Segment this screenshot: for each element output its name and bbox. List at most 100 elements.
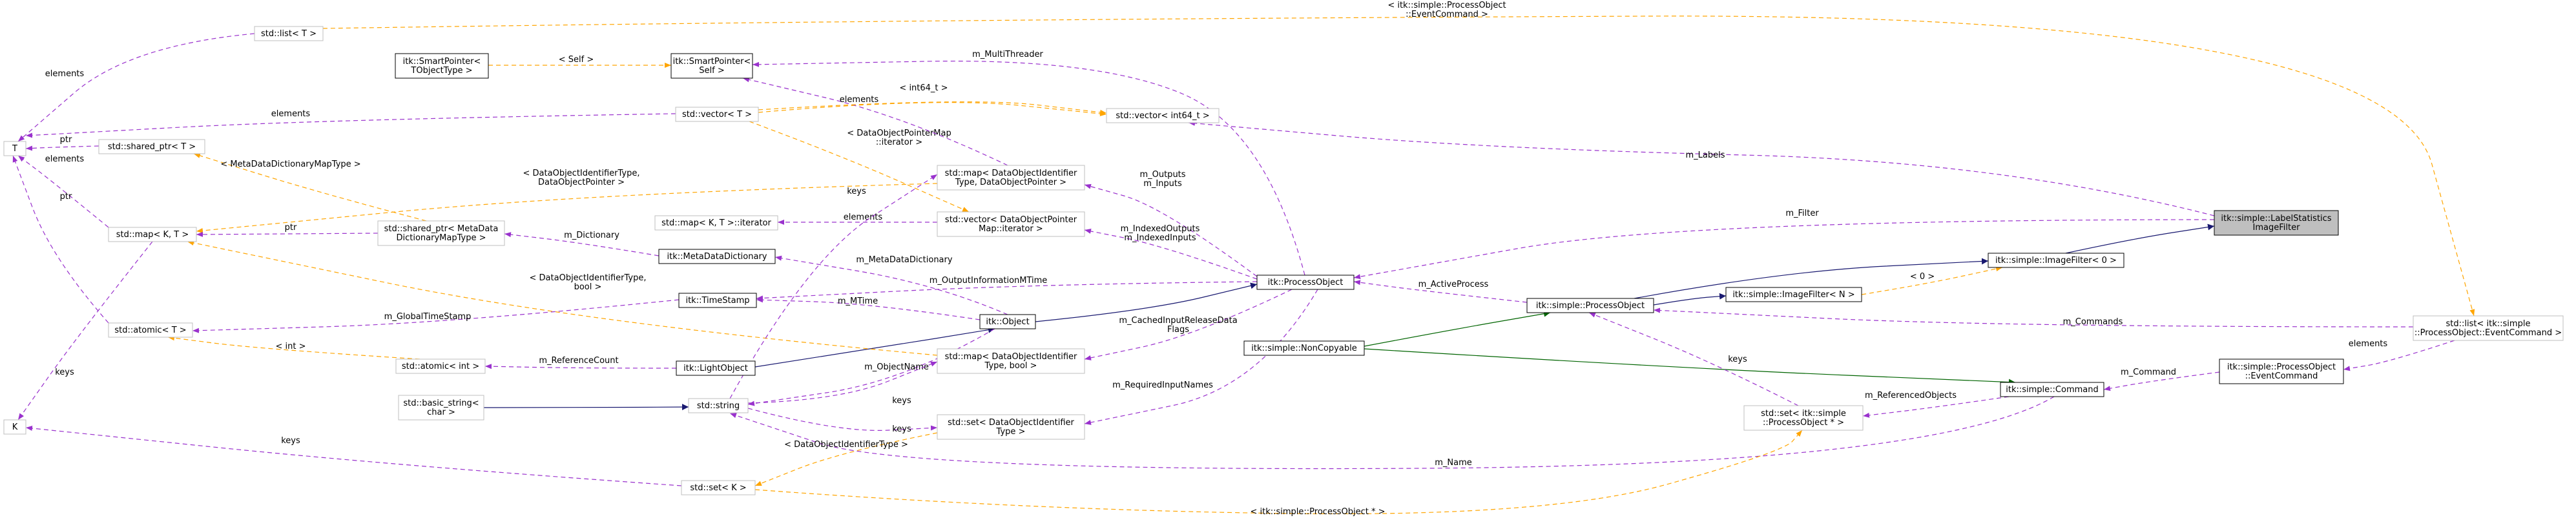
edge-label: keys	[55, 368, 74, 377]
node-map-kt[interactable]: std::map< K, T >	[108, 227, 197, 242]
edge-line	[729, 174, 938, 399]
node-itk-process[interactable]: itk::ProcessObject	[1256, 275, 1355, 290]
edge-vector_t-to-vec_dop_iter: < DataObjectPointerMap::iterator >	[749, 121, 970, 213]
node-label: Type >	[996, 427, 1026, 437]
edge-line	[754, 432, 938, 486]
node-event-command[interactable]: itk::simple::ProcessObject::EventCommand	[2219, 359, 2344, 384]
node-label: ::ProcessObject::EventCommand >	[2415, 328, 2562, 338]
node-shared-t[interactable]: std::shared_ptr< T >	[98, 139, 205, 154]
node-vector-t[interactable]: std::vector< T >	[675, 107, 759, 122]
edge-label: ptr	[60, 192, 72, 202]
node-vector-int64[interactable]: std::vector< int64_t >	[1106, 108, 1220, 123]
edge-smart_self-to-itk_process: m_MultiThreader	[752, 50, 1305, 276]
edge-sprocess-to-set_po: keys	[1588, 312, 1799, 406]
edge-label: m_ReferencedObjects	[1865, 391, 1957, 400]
node-box	[1988, 253, 2124, 268]
node-box	[1256, 275, 1355, 290]
node-K[interactable]: K	[3, 419, 26, 435]
node-image-filter0[interactable]: itk::simple::ImageFilter< 0 >	[1988, 253, 2124, 268]
edge-line	[25, 145, 99, 151]
edge-string-to-command: m_Name	[729, 396, 2055, 470]
node-label: std::map< K, T >::iterator	[661, 218, 771, 228]
node-label: itk::MetaDataDictionary	[667, 252, 767, 262]
edges-layer: < 0 >m_Filterm_Labelsm_ActiveProcessm_Co…	[12, 1, 2475, 517]
edge-label: elements	[844, 213, 883, 222]
edge-line	[1653, 293, 1727, 306]
node-string[interactable]: std::string	[688, 398, 749, 413]
node-T[interactable]: T	[3, 141, 26, 156]
edge-line	[1862, 396, 2010, 418]
edge-timestamp-to-atomic_t: m_GlobalTimeStamp	[192, 299, 680, 333]
node-image-filterN[interactable]: itk::simple::ImageFilter< N >	[1725, 287, 1862, 302]
node-light-object[interactable]: itk::LightObject	[676, 360, 756, 376]
node-command[interactable]: itk::simple::Command	[2000, 382, 2104, 397]
node-noncopy[interactable]: itk::simple::NonCopyable	[1243, 340, 1365, 356]
node-box	[937, 211, 1085, 237]
node-timestamp[interactable]: itk::TimeStamp	[678, 293, 757, 308]
node-box	[2000, 382, 2104, 397]
edge-string-to-map_bool: keys	[747, 361, 938, 406]
edge-label: < DataObjectIdentifierType >	[784, 440, 908, 450]
edge-timestamp-to-itk_process: m_OutputInformationMTime	[756, 276, 1258, 301]
edge-label: keys	[1728, 355, 1747, 364]
edge-basic_string-to-string	[483, 404, 689, 411]
node-label: std::shared_ptr< MetaData	[384, 224, 499, 234]
node-label: std::map< DataObjectIdentifier	[945, 169, 1077, 178]
edge-K-to-map_kt: keys	[17, 241, 153, 421]
node-box	[676, 360, 756, 376]
node-label: itk::Object	[986, 317, 1029, 327]
node-set-po[interactable]: std::set< itk::simple::ProcessObject * >	[1743, 405, 1864, 431]
edge-label: < DataObjectIdentifierType,	[530, 273, 647, 283]
node-label: itk::simple::ProcessObject	[1536, 301, 1645, 311]
node-map-iter[interactable]: std::map< K, T >::iterator	[654, 215, 778, 231]
node-box	[658, 249, 776, 264]
node-label: std::list< T >	[261, 29, 317, 39]
node-label: std::set< itk::simple	[1761, 409, 1846, 419]
edge-line	[322, 16, 2475, 317]
edge-itk_object-to-itk_process	[1035, 282, 1258, 322]
node-smart-t[interactable]: itk::SmartPointer<TObjectType >	[395, 53, 489, 79]
node-label: std::basic_string<	[403, 399, 479, 408]
node-box	[937, 348, 1085, 374]
node-itk-object[interactable]: itk::Object	[979, 314, 1036, 329]
node-map-dop[interactable]: std::map< DataObjectIdentifierType, Data…	[937, 165, 1085, 191]
edge-label: m_Dictionary	[564, 231, 619, 240]
node-smart-self[interactable]: itk::SmartPointer<Self >	[670, 53, 753, 79]
node-atomic-int[interactable]: std::atomic< int >	[395, 359, 486, 374]
edge-label: < itk::simple::ProcessObject	[1387, 1, 1506, 10]
edge-command-to-event_command: m_Command	[2103, 368, 2220, 391]
node-list-evt[interactable]: std::list< itk::simple::ProcessObject::E…	[2413, 315, 2564, 341]
edge-sprocess-to-image_filter0	[1634, 258, 1989, 299]
node-list-t[interactable]: std::list< T >	[254, 26, 324, 41]
node-label: ImageFilter	[2253, 223, 2301, 233]
node-sprocess[interactable]: itk::simple::ProcessObject	[1526, 298, 1654, 313]
node-box	[678, 293, 757, 308]
node-box	[2219, 359, 2344, 384]
node-label: std::map< K, T >	[116, 230, 189, 240]
edge-line	[742, 77, 1008, 166]
node-map-bool[interactable]: std::map< DataObjectIdentifierType, bool…	[937, 348, 1085, 374]
edge-line	[2103, 371, 2220, 391]
node-box	[1106, 108, 1220, 123]
edge-label: keys	[281, 436, 300, 446]
node-box	[395, 53, 489, 79]
edge-map_iter-to-vec_dop_iter: elements	[778, 213, 937, 225]
edge-label: m_MTime	[838, 296, 878, 306]
node-set-doit[interactable]: std::set< DataObjectIdentifierType >	[937, 414, 1085, 440]
node-label: std::list< itk::simple	[2446, 319, 2531, 329]
edge-label: m_MetaDataDictionary	[856, 255, 952, 265]
node-set-k[interactable]: std::set< K >	[681, 480, 756, 495]
node-shared-mdd[interactable]: std::shared_ptr< MetaDataDictionaryMapTy…	[377, 220, 505, 246]
node-label: itk::simple::ImageFilter< N >	[1732, 290, 1854, 300]
edge-line	[193, 153, 427, 222]
node-atomic-t[interactable]: std::atomic< T >	[108, 322, 193, 338]
edge-label: keys	[892, 396, 911, 406]
edge-line	[754, 326, 995, 368]
node-metadict[interactable]: itk::MetaDataDictionary	[658, 249, 776, 264]
edge-label: ::EventCommand >	[1406, 10, 1488, 19]
node-basic-string[interactable]: std::basic_string<char >	[398, 395, 484, 421]
node-vec-dop-iter[interactable]: std::vector< DataObjectPointerMap::itera…	[937, 211, 1085, 237]
